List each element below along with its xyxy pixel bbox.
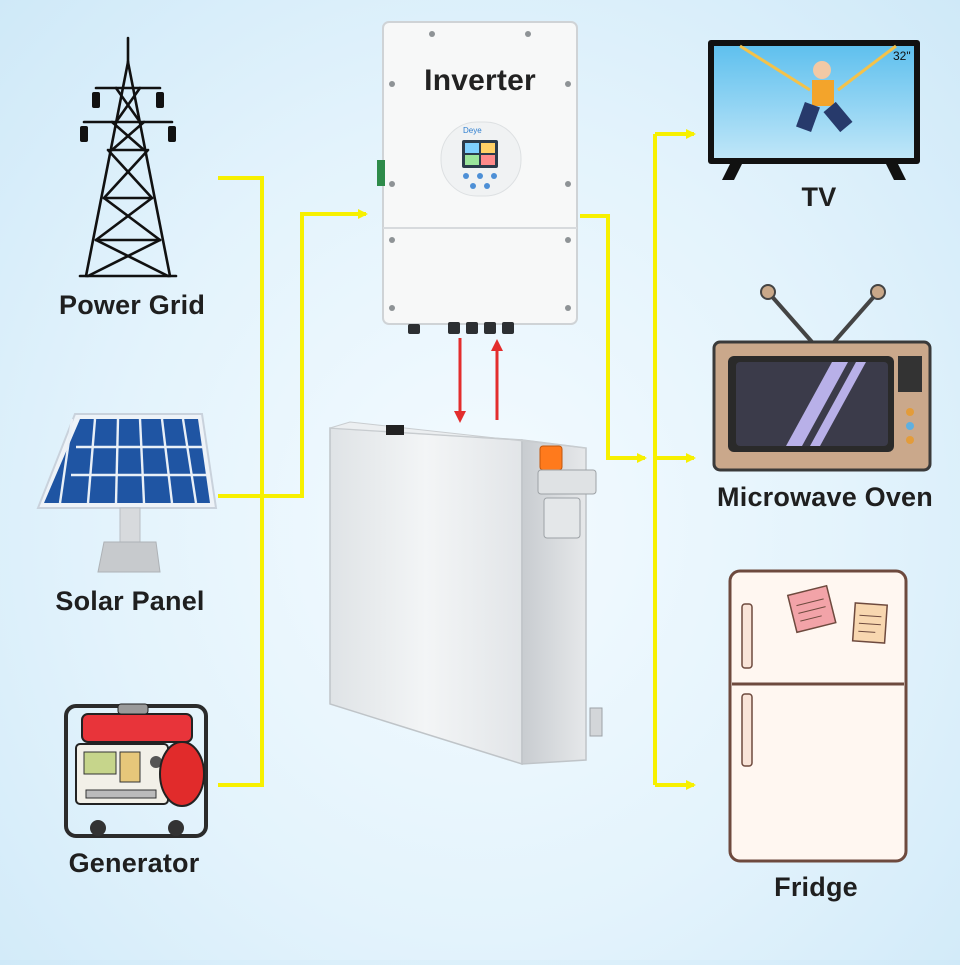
fridge-icon [728, 569, 908, 863]
battery-unit [329, 421, 603, 766]
generator-icon [64, 703, 208, 838]
label-solar-panel: Solar Panel [55, 586, 205, 616]
inverter-unit: Deye [377, 21, 578, 334]
label-tv: TV [801, 182, 837, 212]
inverter-brand-logo: Deye [463, 126, 482, 135]
wire-inverter-out [580, 214, 647, 463]
solar-panel-icon [36, 413, 218, 573]
wire-generator [218, 496, 264, 787]
microwave-oven-icon [712, 284, 932, 472]
label-microwave-oven: Microwave Oven [717, 482, 933, 512]
insulator-icons [80, 92, 176, 142]
wires [218, 129, 696, 790]
tv-size-badge: 32" [893, 49, 911, 63]
label-generator: Generator [68, 848, 200, 878]
power-grid-tower-icon [78, 36, 178, 278]
label-power-grid: Power Grid [58, 290, 206, 320]
tv-icon: 32" [708, 40, 920, 180]
label-inverter: Inverter [424, 64, 536, 97]
battery-flow-arrows [454, 338, 503, 423]
wire-solar-panel [218, 209, 368, 498]
label-fridge: Fridge [774, 872, 858, 902]
wire-power-grid [218, 176, 264, 496]
